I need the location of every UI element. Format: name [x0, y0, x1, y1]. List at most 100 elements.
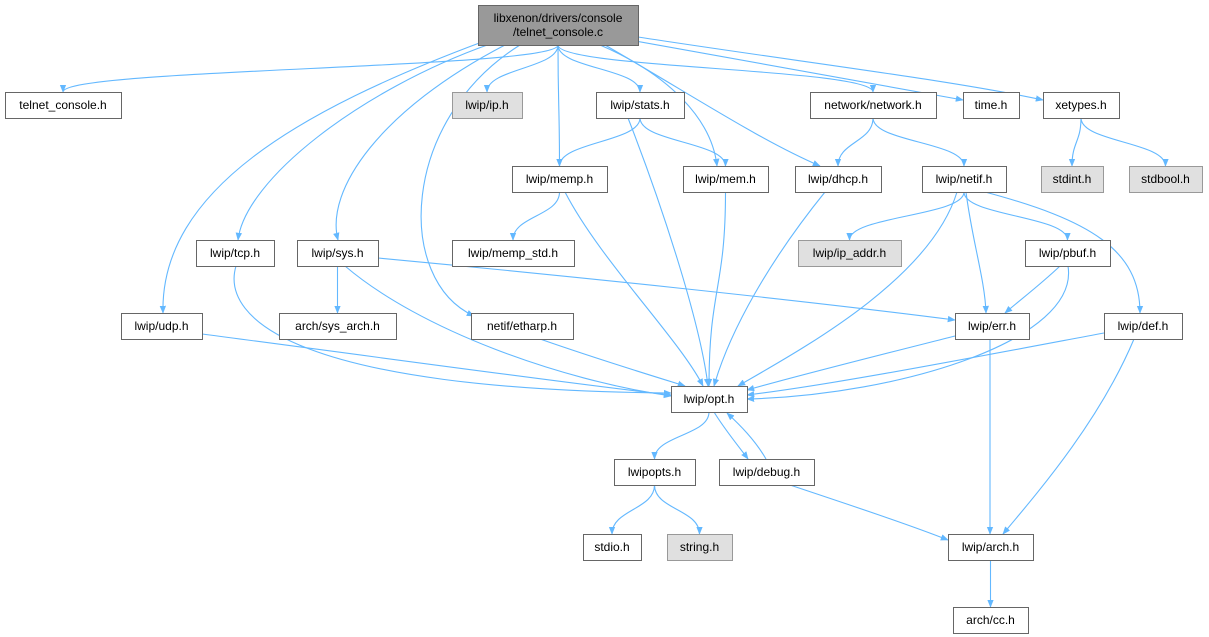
- edge-root-to-lwip-tcp-h: [235, 43, 491, 241]
- node-lwip-dhcp-h[interactable]: lwip/dhcp.h: [795, 166, 882, 193]
- node-lwip-mem-h[interactable]: lwip/mem.h: [683, 166, 769, 193]
- edge-lwip-udp-h-to-lwip-opt-h: [201, 333, 672, 398]
- node-box: [1104, 313, 1183, 340]
- node-label: arch/sys_arch.h: [295, 319, 380, 333]
- node-lwip-tcp-h[interactable]: lwip/tcp.h: [196, 240, 275, 267]
- edge-root-to-network-network-h: [557, 44, 877, 93]
- node-label: lwip/ip.h: [465, 98, 508, 112]
- node-label: lwip/dhcp.h: [808, 172, 868, 186]
- edge-lwip-dhcp-h-to-lwip-opt-h: [712, 191, 826, 387]
- node-lwip-def-h[interactable]: lwip/def.h: [1104, 313, 1183, 340]
- node-box: [196, 240, 275, 267]
- node-box: [452, 92, 523, 119]
- node-box: [596, 92, 685, 119]
- edge-root-to-netif-etharp-h: [420, 44, 521, 317]
- node-stdio-h[interactable]: stdio.h: [583, 534, 642, 561]
- node-box: [1129, 166, 1203, 193]
- edge-network-network-h-to-lwip-netif-h: [872, 117, 968, 167]
- edge-lwip-netif-h-to-lwip-ip-addr-h: [846, 191, 965, 241]
- edges-layer: [59, 36, 1169, 608]
- node-label: stdio.h: [594, 540, 629, 554]
- node-label: stdbool.h: [1141, 172, 1190, 186]
- node-label: netif/etharp.h: [487, 319, 557, 333]
- nodes-layer: libxenon/drivers/console/telnet_console.…: [5, 5, 1203, 634]
- node-box: [922, 166, 1007, 193]
- node-string-h[interactable]: string.h: [667, 534, 733, 561]
- node-stdbool-h[interactable]: stdbool.h: [1129, 166, 1203, 193]
- node-box: [478, 5, 639, 46]
- node-lwip-stats-h[interactable]: lwip/stats.h: [596, 92, 685, 119]
- node-lwip-memp-h[interactable]: lwip/memp.h: [512, 166, 608, 193]
- node-lwip-netif-h[interactable]: lwip/netif.h: [922, 166, 1007, 193]
- node-lwip-ip-addr-h[interactable]: lwip/ip_addr.h: [798, 240, 902, 267]
- node-root[interactable]: libxenon/drivers/console/telnet_console.…: [478, 5, 639, 46]
- edge-root-to-lwip-dhcp-h: [604, 44, 821, 167]
- node-box: [471, 313, 574, 340]
- edge-netif-etharp-h-to-lwip-opt-h: [539, 338, 686, 387]
- node-label: lwipopts.h: [628, 465, 681, 479]
- node-box: [5, 92, 122, 119]
- node-label: lwip/udp.h: [134, 319, 188, 333]
- node-box: [614, 459, 696, 486]
- node-label: lwip/opt.h: [684, 392, 735, 406]
- node-lwip-memp-std-h[interactable]: lwip/memp_std.h: [452, 240, 575, 267]
- edge-lwip-netif-h-to-lwip-def-h: [984, 191, 1144, 314]
- node-box: [583, 534, 642, 561]
- edge-root-to-lwip-udp-h: [159, 41, 483, 314]
- edge-lwip-stats-h-to-lwip-mem-h: [639, 117, 729, 167]
- node-lwip-opt-h[interactable]: lwip/opt.h: [671, 386, 748, 413]
- edge-lwipopts-h-to-stdio-h: [608, 484, 656, 535]
- node-label: lwip/mem.h: [695, 172, 756, 186]
- node-box: [279, 313, 397, 340]
- node-lwip-sys-h[interactable]: lwip/sys.h: [297, 240, 379, 267]
- edge-lwip-memp-h-to-lwip-opt-h: [564, 191, 704, 387]
- node-netif-etharp-h[interactable]: netif/etharp.h: [471, 313, 574, 340]
- node-box: [953, 607, 1029, 634]
- edge-lwip-debug-h-to-lwip-opt-h: [726, 412, 767, 460]
- node-lwip-ip-h[interactable]: lwip/ip.h: [452, 92, 523, 119]
- node-box: [512, 166, 608, 193]
- node-time-h[interactable]: time.h: [963, 92, 1020, 119]
- node-label: stdint.h: [1053, 172, 1092, 186]
- node-box: [798, 240, 902, 267]
- node-xetypes-h[interactable]: xetypes.h: [1043, 92, 1120, 119]
- node-lwip-udp-h[interactable]: lwip/udp.h: [121, 313, 203, 340]
- edge-root-to-lwip-memp-h: [556, 44, 563, 167]
- node-label: xetypes.h: [1055, 98, 1106, 112]
- node-arch-cc-h[interactable]: arch/cc.h: [953, 607, 1029, 634]
- node-box: [671, 386, 748, 413]
- node-lwip-debug-h[interactable]: lwip/debug.h: [719, 459, 815, 486]
- node-lwipopts-h[interactable]: lwipopts.h: [614, 459, 696, 486]
- node-stdint-h[interactable]: stdint.h: [1041, 166, 1104, 193]
- node-box: [719, 459, 815, 486]
- node-label: libxenon/drivers/console: [494, 11, 623, 25]
- node-label: string.h: [680, 540, 719, 554]
- node-box: [452, 240, 575, 267]
- edge-lwip-stats-h-to-lwip-memp-h: [556, 117, 641, 167]
- node-label: time.h: [975, 98, 1008, 112]
- edge-lwip-netif-h-to-lwip-pbuf-h: [963, 191, 1071, 241]
- node-box: [1043, 92, 1120, 119]
- node-label: lwip/ip_addr.h: [813, 246, 886, 260]
- node-label: lwip/debug.h: [733, 465, 800, 479]
- node-lwip-arch-h[interactable]: lwip/arch.h: [948, 534, 1034, 561]
- node-telnet-console-h[interactable]: telnet_console.h: [5, 92, 122, 119]
- edge-lwipopts-h-to-string-h: [653, 484, 703, 535]
- node-arch-sys-arch-h[interactable]: arch/sys_arch.h: [279, 313, 397, 340]
- node-box: [1025, 240, 1111, 267]
- edge-root-to-xetypes-h: [637, 36, 1044, 102]
- edge-lwip-def-h-to-lwip-arch-h: [1002, 338, 1135, 535]
- edge-lwip-netif-h-to-lwip-err-h: [965, 191, 989, 314]
- node-box: [955, 313, 1030, 340]
- node-lwip-pbuf-h[interactable]: lwip/pbuf.h: [1025, 240, 1111, 267]
- edge-network-network-h-to-lwip-dhcp-h: [834, 117, 874, 167]
- node-label: lwip/memp_std.h: [468, 246, 558, 260]
- node-label: telnet_console.h: [19, 98, 106, 112]
- node-lwip-err-h[interactable]: lwip/err.h: [955, 313, 1030, 340]
- node-label: lwip/netif.h: [936, 172, 993, 186]
- node-label: lwip/memp.h: [526, 172, 593, 186]
- node-label: lwip/err.h: [968, 319, 1016, 333]
- edge-lwip-memp-h-to-lwip-memp-std-h: [509, 191, 561, 241]
- node-network-network-h[interactable]: network/network.h: [810, 92, 937, 119]
